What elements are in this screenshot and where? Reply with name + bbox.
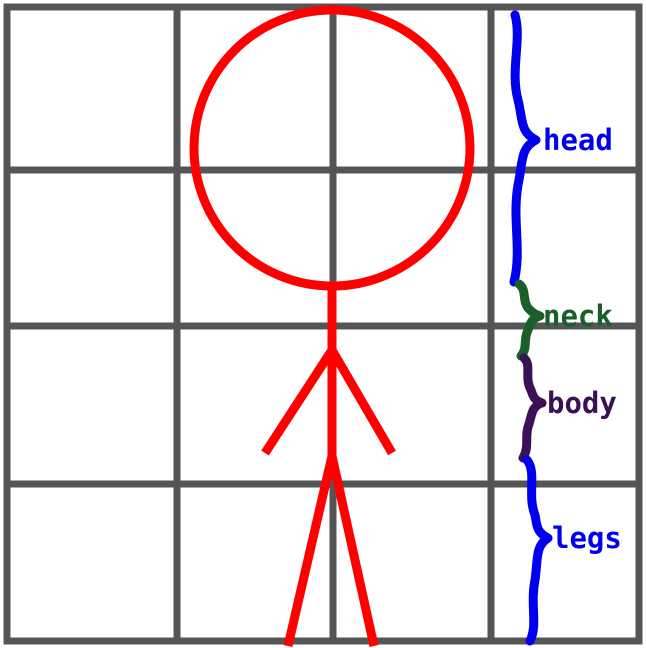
head-brace (514, 15, 536, 282)
legs-label: legs (552, 521, 622, 555)
figure-left-arm (265, 350, 332, 453)
head-label: head (543, 123, 613, 157)
body-brace (523, 358, 542, 458)
neck-label: neck (543, 299, 613, 333)
body-label: body (547, 386, 617, 420)
neck-brace (519, 284, 540, 356)
figure-right-arm (332, 350, 392, 453)
